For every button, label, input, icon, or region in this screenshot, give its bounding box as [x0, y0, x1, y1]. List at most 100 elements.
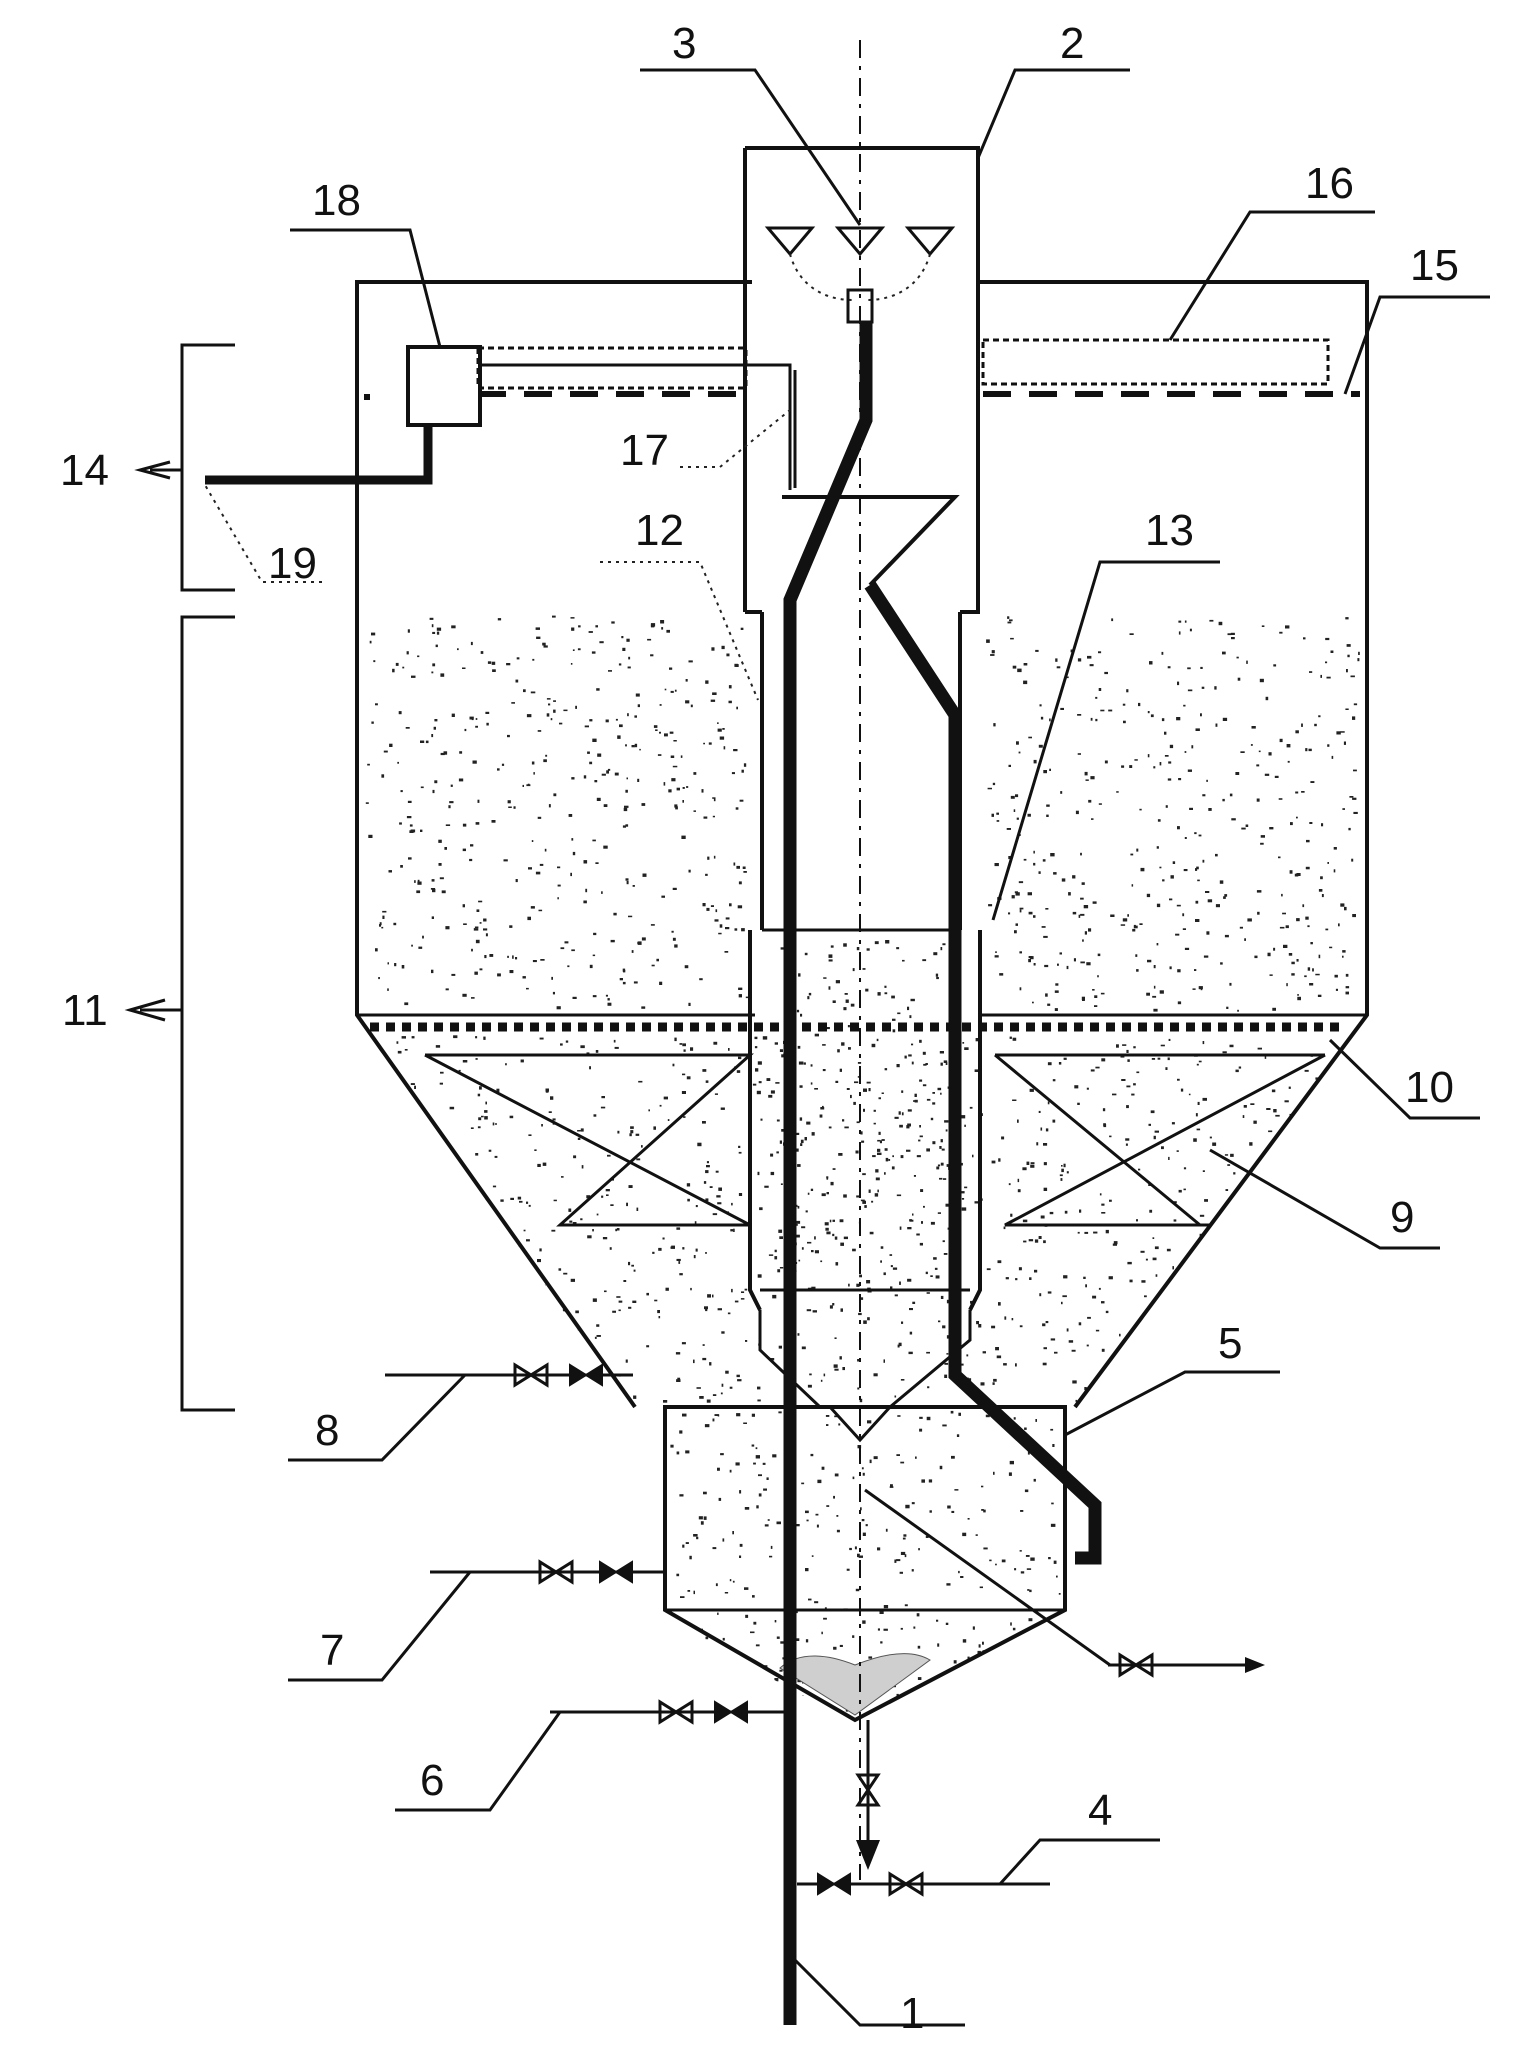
- speckle: [1240, 751, 1245, 753]
- speckle: [575, 705, 577, 709]
- speckle: [706, 1165, 710, 1168]
- speckle: [757, 1171, 760, 1176]
- speckle: [1262, 1219, 1266, 1222]
- speckle: [1310, 942, 1313, 945]
- speckle: [392, 668, 395, 673]
- speckle: [666, 629, 670, 633]
- speckle: [398, 711, 402, 715]
- speckle: [731, 1202, 733, 1206]
- speckle: [690, 1047, 694, 1051]
- speckle: [404, 1002, 409, 1006]
- speckle: [714, 1414, 719, 1416]
- speckle: [1121, 1079, 1126, 1081]
- speckle: [1335, 988, 1338, 991]
- speckle: [1061, 1301, 1063, 1305]
- speckle: [1325, 1240, 1328, 1243]
- speckle: [926, 1148, 930, 1152]
- speckle: [1276, 1141, 1279, 1144]
- speckle: [987, 787, 992, 790]
- speckle: [1189, 807, 1193, 810]
- speckle: [686, 1076, 691, 1080]
- speckle: [1126, 1105, 1129, 1109]
- speckle: [1176, 717, 1181, 721]
- speckle: [878, 1131, 881, 1135]
- speckle: [1318, 954, 1321, 959]
- speckle: [382, 1334, 386, 1337]
- speckle: [1016, 741, 1019, 745]
- speckle: [1251, 1284, 1254, 1286]
- speckle: [683, 1116, 686, 1118]
- speckle: [641, 1006, 646, 1009]
- speckle: [745, 1614, 749, 1618]
- speckle: [1290, 1303, 1295, 1307]
- speckle: [464, 728, 467, 732]
- speckle: [1008, 856, 1012, 860]
- speckle: [1111, 618, 1114, 622]
- deflector: [782, 495, 960, 587]
- speckle: [1296, 918, 1300, 922]
- speckle: [1003, 1363, 1007, 1366]
- speckle: [994, 955, 999, 958]
- speckle: [883, 1272, 886, 1276]
- speckle: [695, 1205, 698, 1208]
- speckle: [891, 1166, 895, 1170]
- speckle: [1264, 1200, 1267, 1203]
- speckle: [491, 661, 496, 665]
- speckle: [627, 666, 631, 669]
- speckle: [700, 1521, 704, 1525]
- speckle: [1291, 961, 1295, 965]
- speckle: [432, 663, 436, 667]
- speckle: [850, 1094, 852, 1099]
- speckle: [512, 955, 514, 959]
- speckle: [682, 1073, 686, 1076]
- speckle: [1183, 1167, 1187, 1170]
- speckle: [1109, 1135, 1112, 1138]
- speckle: [535, 871, 541, 875]
- speckle: [991, 650, 995, 654]
- speckle: [768, 1254, 774, 1256]
- speckle: [828, 954, 833, 958]
- speckle: [1055, 658, 1058, 662]
- speckle: [1034, 1239, 1039, 1243]
- speckle: [478, 900, 483, 903]
- speckle: [1236, 656, 1239, 659]
- speckle: [838, 1153, 843, 1156]
- speckle: [1320, 674, 1322, 678]
- speckle: [1259, 678, 1264, 683]
- speckle: [469, 858, 473, 862]
- speckle: [820, 1379, 823, 1382]
- sludge-drain: [855, 1720, 881, 1870]
- speckle: [664, 733, 668, 737]
- speckle: [1296, 873, 1301, 876]
- speckle: [451, 713, 455, 717]
- speckle: [449, 801, 454, 804]
- speckle: [1235, 1069, 1239, 1073]
- speckle: [865, 988, 869, 992]
- speckle: [396, 1041, 399, 1044]
- speckle: [537, 1163, 541, 1167]
- speckle: [431, 969, 434, 974]
- speckle: [570, 663, 573, 665]
- speckle: [1351, 858, 1354, 862]
- speckle: [1033, 915, 1036, 918]
- speckle: [1257, 911, 1260, 915]
- speckle: [1019, 987, 1022, 991]
- speckle: [414, 880, 416, 883]
- speckle: [1285, 925, 1289, 929]
- speckle: [652, 1251, 655, 1254]
- speckle: [757, 1399, 761, 1402]
- speckle: [603, 845, 608, 849]
- speckle: [414, 1085, 416, 1089]
- speckle: [823, 1373, 826, 1377]
- speckle: [1340, 903, 1345, 907]
- speckle: [676, 1451, 680, 1455]
- speckle: [943, 1178, 947, 1180]
- speckle: [828, 1126, 832, 1129]
- speckle: [1033, 850, 1035, 854]
- speckle: [1074, 1085, 1079, 1089]
- speckle: [892, 1018, 896, 1021]
- speckle: [572, 996, 577, 999]
- speckle: [617, 1130, 620, 1134]
- speckle: [1077, 1102, 1080, 1105]
- speckle: [552, 1118, 556, 1121]
